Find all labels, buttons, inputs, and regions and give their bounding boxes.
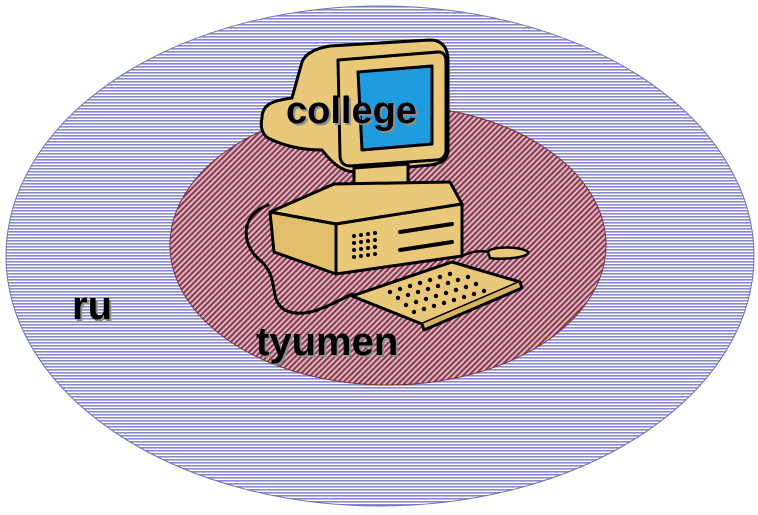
outer-label-ru: ru — [72, 284, 112, 328]
inner-label-college: college — [286, 90, 417, 132]
middle-label-tyumen: tyumen — [256, 320, 399, 364]
desktop-computer-icon — [244, 38, 530, 332]
